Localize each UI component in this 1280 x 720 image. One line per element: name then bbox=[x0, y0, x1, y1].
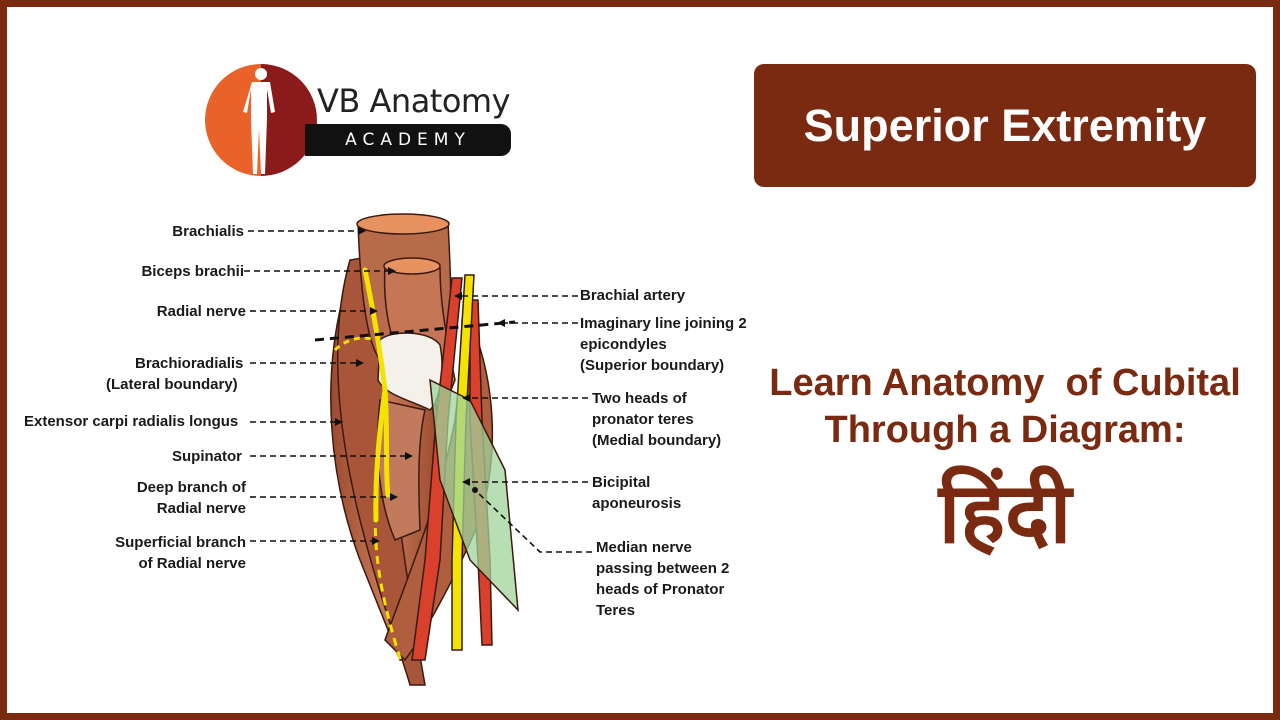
topic-banner: Superior Extremity bbox=[754, 64, 1256, 187]
superficial-radial-nerve-path bbox=[373, 499, 404, 666]
human-silhouette-icon bbox=[243, 68, 275, 174]
label-imaginary-line: Imaginary line joining 2 epicondyles (Su… bbox=[580, 315, 747, 374]
banner-title: Superior Extremity bbox=[803, 99, 1207, 151]
logo-emblem bbox=[205, 64, 317, 176]
epicondylar-line bbox=[314, 320, 516, 342]
logo: VB Anatomy ACADEMY bbox=[205, 62, 535, 180]
label-biceps-brachii: Biceps brachii bbox=[141, 263, 244, 280]
label-superficial-branch-radial-nerve: Superficial branch of Radial nerve bbox=[115, 534, 246, 572]
heading-line-2: Through a Diagram: bbox=[824, 409, 1186, 451]
label-supinator: Supinator bbox=[172, 448, 242, 465]
label-bicipital-aponeurosis: Bicipital aponeurosis bbox=[592, 474, 682, 512]
label-radial-nerve: Radial nerve bbox=[156, 303, 246, 320]
label-brachialis: Brachialis bbox=[172, 223, 244, 240]
label-pronator-teres: Two heads of pronator teres (Medial boun… bbox=[592, 390, 722, 449]
main-heading: Learn Anatomy of Cubital Through a Diagr… bbox=[740, 360, 1270, 454]
logo-brand: VB Anatomy bbox=[317, 82, 511, 120]
brachial-artery-shape bbox=[411, 277, 463, 661]
brachialis-cut-surface bbox=[356, 213, 450, 235]
leader-lines bbox=[244, 230, 592, 553]
biceps-cut-surface bbox=[383, 257, 441, 275]
label-extensor-carpi-radialis-longus: Extensor carpi radialis longus bbox=[24, 413, 239, 430]
label-deep-branch-radial-nerve: Deep branch of Radial nerve bbox=[136, 479, 246, 517]
hindi-label: हिंदी bbox=[938, 464, 1072, 562]
label-brachial-artery: Brachial artery bbox=[580, 287, 686, 304]
label-median-nerve: Median nerve passing between 2 heads of … bbox=[596, 539, 730, 619]
heading-line-1: Learn Anatomy of Cubital bbox=[769, 362, 1241, 404]
logo-subtitle: ACADEMY bbox=[305, 124, 511, 156]
label-brachioradialis: Brachioradialis (Lateral boundary) bbox=[106, 355, 244, 393]
